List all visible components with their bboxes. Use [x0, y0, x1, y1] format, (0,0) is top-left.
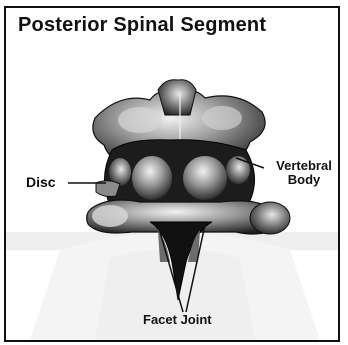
label-vertebral-line2: Body — [266, 173, 342, 187]
label-facet-joint: Facet Joint — [143, 313, 212, 327]
label-vertebral-body: Vertebral Body — [266, 159, 342, 187]
label-disc: Disc — [26, 175, 56, 189]
label-vertebral-line1: Vertebral — [266, 159, 342, 173]
